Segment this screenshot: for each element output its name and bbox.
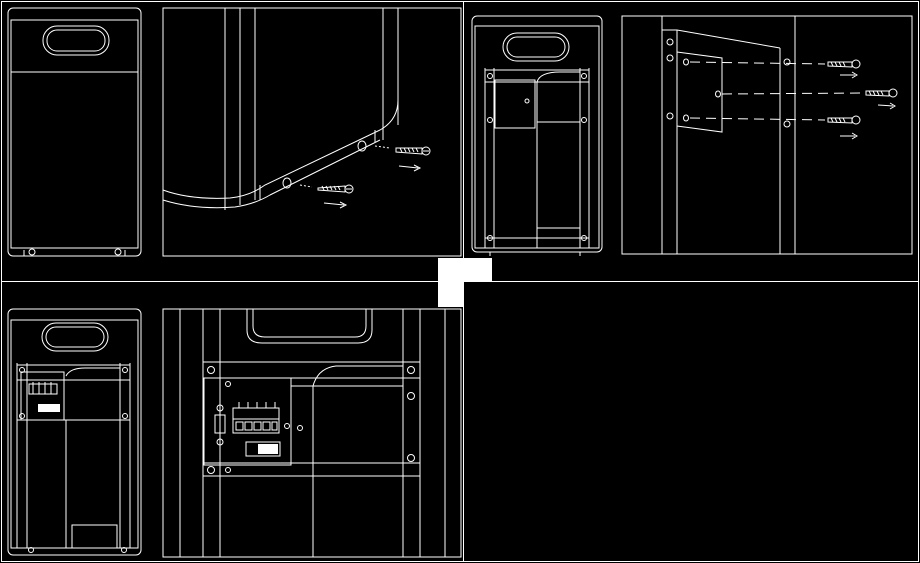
screw-head (581, 73, 587, 79)
screw-icon (299, 184, 354, 194)
foot-screw (28, 547, 34, 553)
screw-head (19, 367, 25, 373)
screw-head (122, 413, 128, 419)
screw-head (216, 404, 224, 412)
screw-head (487, 73, 493, 79)
screw-icon (374, 145, 431, 156)
screw-head (19, 413, 25, 419)
bracket-plate (676, 51, 723, 133)
handle-cutout (41, 322, 109, 352)
panel-terminal-block-detail (162, 308, 462, 558)
arrow-icon (398, 164, 422, 172)
handle-cutout (246, 309, 373, 344)
terminal-screw (235, 421, 278, 431)
screw-head (207, 366, 215, 374)
panel-cover-screw-removal (162, 7, 462, 257)
arrow-icon (840, 132, 858, 140)
panel-unit-front-cover-removed (471, 15, 603, 256)
terminal-plate (20, 371, 65, 421)
handle-cutout (42, 25, 110, 56)
handle-cutout (502, 32, 570, 62)
screw-head (122, 367, 128, 373)
screw-head (487, 117, 493, 123)
panel-bracket-screw-exploded (621, 15, 913, 255)
screw-head (216, 438, 224, 446)
bracket-plate (494, 79, 536, 129)
arrow-icon (877, 102, 896, 110)
screw-icon (827, 59, 861, 69)
screw-head (407, 454, 415, 462)
screw-head (783, 120, 791, 128)
terminal-plate (203, 377, 292, 466)
screw-icon (827, 115, 861, 125)
screw-head (581, 235, 587, 241)
screw-icon (865, 88, 898, 98)
foot-screw (28, 248, 36, 256)
arrow-icon (840, 71, 858, 79)
arrow-icon (323, 201, 348, 209)
screw-head (207, 466, 215, 474)
screw-hole (282, 177, 292, 189)
foot-screw (121, 547, 127, 553)
screw-head (666, 112, 674, 120)
terminal-block (232, 407, 280, 434)
terminal-block (28, 383, 58, 395)
screw-hole (357, 140, 367, 152)
screw-head (487, 235, 493, 241)
screw-head (666, 38, 674, 46)
panel-unit-front-closed (7, 7, 142, 257)
foot-screw (114, 248, 122, 256)
screw-head (666, 54, 674, 62)
screw-head (783, 58, 791, 66)
screw-head (581, 117, 587, 123)
screw-head (407, 366, 415, 374)
panel-unit-front-terminal-block (7, 308, 142, 556)
screw-head (407, 392, 415, 400)
fuse-holder (245, 441, 281, 457)
